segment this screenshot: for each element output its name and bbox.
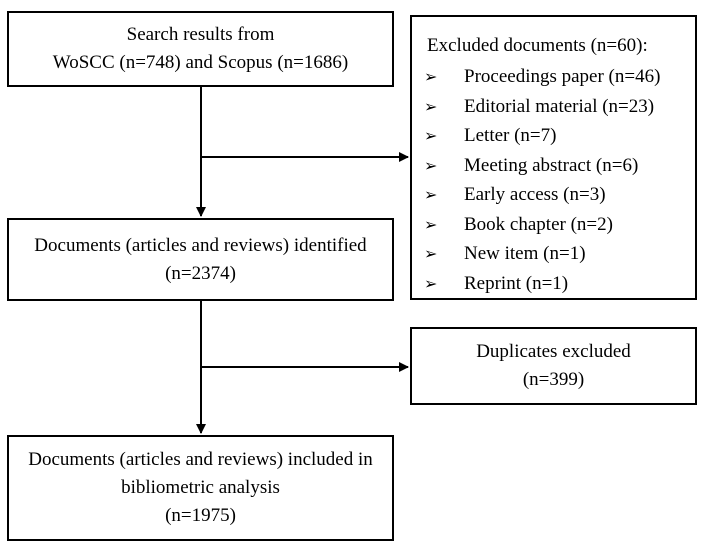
documents-identified-count: (n=2374)	[165, 262, 236, 284]
list-item: ➢ Letter (n=7)	[424, 121, 660, 151]
list-item: ➢ Editorial material (n=23)	[424, 92, 660, 122]
excluded-item-label: Meeting abstract (n=6)	[464, 154, 639, 176]
search-results-counts: WoSCC (n=748) and Scopus (n=1686)	[52, 52, 349, 73]
duplicates-excluded-label: Duplicates excluded	[476, 341, 631, 362]
arrow-bullet-icon: ➢	[424, 126, 438, 145]
documents-included-box: Documents (articles and reviews) include…	[7, 435, 394, 541]
duplicates-excluded-box: Duplicates excluded (n=399)	[410, 327, 697, 405]
excluded-documents-box: Excluded documents (n=60): ➢ Proceedings …	[410, 15, 697, 300]
documents-identified-box: Documents (articles and reviews) identif…	[7, 218, 394, 301]
arrow-bullet-icon: ➢	[424, 155, 438, 175]
documents-identified-label: Documents (articles and reviews) identif…	[34, 234, 367, 256]
documents-included-count: (n=1975)	[165, 505, 236, 526]
arrow-bullet-icon: ➢	[424, 67, 438, 86]
list-item: ➢ Early access (n=3)	[424, 180, 660, 210]
excluded-item-label: Early access (n=3)	[464, 184, 606, 205]
excluded-item-label: Editorial material (n=23)	[464, 95, 655, 117]
arrow-bullet-icon: ➢	[424, 96, 438, 116]
documents-included-label: Documents (articles and reviews) include…	[28, 449, 373, 470]
arrow-bullet-icon: ➢	[424, 185, 438, 204]
excluded-documents-list: ➢ Proceedings paper (n=46) ➢ Editorial mat…	[424, 62, 660, 298]
list-item: ➢ Proceedings paper (n=46)	[424, 62, 660, 92]
excluded-item-label: Letter (n=7)	[464, 125, 557, 146]
arrow-bullet-icon: ➢	[424, 273, 438, 293]
search-results-label: Search results from	[126, 24, 275, 45]
duplicates-excluded-count: (n=399)	[522, 369, 585, 390]
list-item: ➢ Meeting abstract (n=6)	[424, 151, 660, 181]
arrow-bullet-icon: ➢	[424, 244, 438, 263]
excluded-item-label: Proceedings paper (n=46)	[464, 66, 661, 87]
excluded-item-label: Book chapter (n=2)	[464, 213, 613, 235]
excluded-item-label: New item (n=1)	[464, 243, 586, 264]
arrow-bullet-icon: ➢	[424, 214, 438, 234]
documents-included-label-cont: bibliometric analysis	[121, 477, 280, 498]
list-item: ➢ New item (n=1)	[424, 239, 660, 269]
list-item: ➢ Reprint (n=1)	[424, 269, 660, 299]
excluded-documents-title: Excluded documents (n=60):	[427, 35, 648, 56]
search-results-box: Search results from WoSCC (n=748) and Sc…	[7, 11, 394, 87]
list-item: ➢ Book chapter (n=2)	[424, 210, 660, 240]
excluded-item-label: Reprint (n=1)	[464, 272, 569, 294]
